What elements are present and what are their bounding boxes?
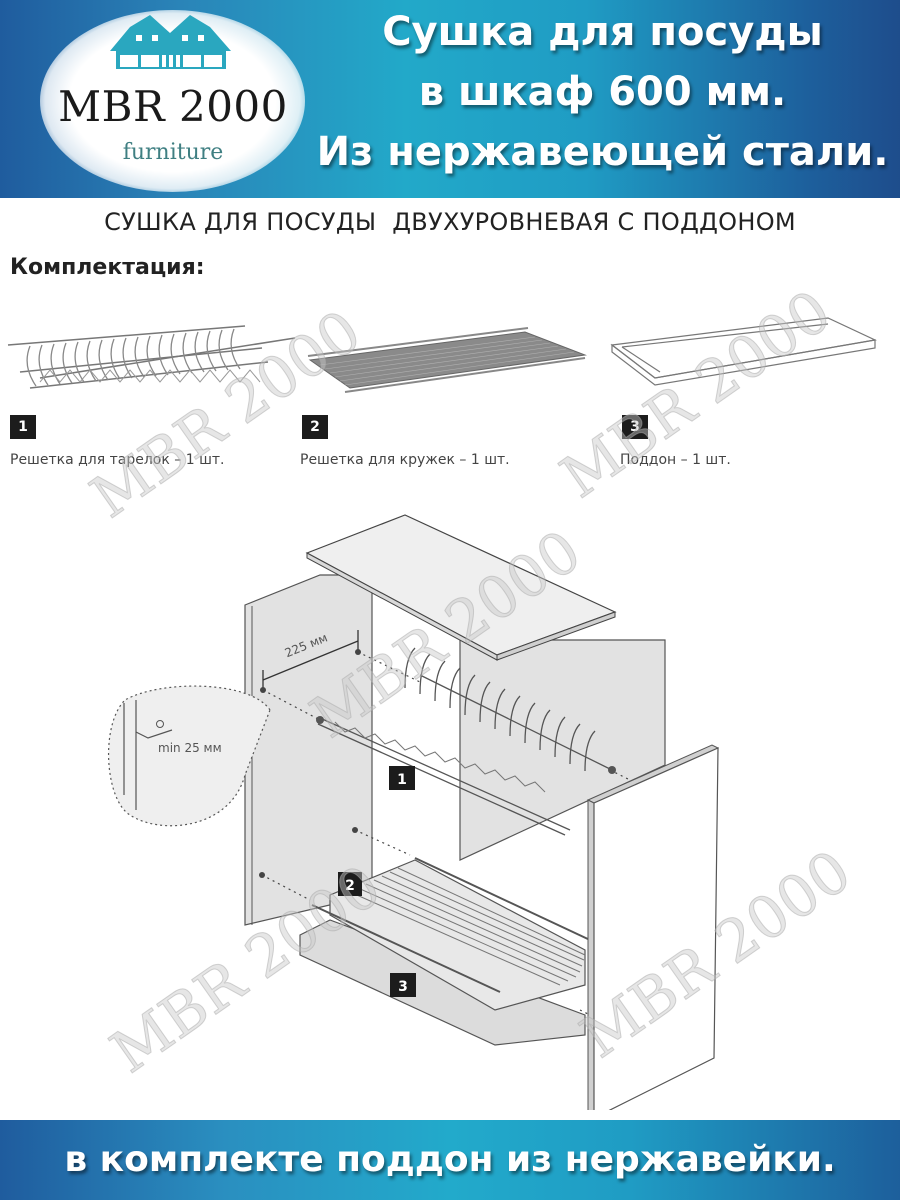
svg-text:1: 1 [397, 772, 407, 788]
kit-heading: Комплектация: [10, 255, 205, 280]
plate-rack-icon [7, 325, 296, 389]
part-3-label: Поддон – 1 шт. [620, 452, 731, 468]
plate-rack [317, 647, 613, 836]
part-2: 2 Решетка для кружек – 1 шт. [300, 300, 600, 480]
logo-title: MBR 2000 [58, 82, 288, 131]
callout-1-badge [389, 766, 415, 790]
dimension-225 [262, 630, 359, 690]
headline-line-2: в шкаф 600 мм. [418, 69, 787, 115]
product-subtitle: СУШКА ДЛЯ ПОСУДЫ ДВУХУРОВНЕВАЯ С ПОДДОНО… [104, 208, 796, 236]
callout-2-badge [338, 872, 362, 896]
drip-tray-icon [610, 317, 877, 386]
cabinet-top-board [305, 514, 617, 661]
part-1-badge: 1 [10, 415, 36, 439]
callout-3-badge [390, 973, 416, 997]
headline-line-1: Сушка для посуды [382, 9, 823, 55]
houses-icon [110, 15, 231, 69]
min-offset-label: min 25 мм [158, 741, 222, 755]
part-2-label: Решетка для кружек – 1 шт. [300, 452, 510, 468]
part-1: 1 Решетка для тарелок – 1 шт. [0, 300, 300, 480]
part-3-badge: 3 [622, 415, 648, 439]
part-1-label: Решетка для тарелок – 1 шт. [10, 452, 225, 468]
installation-diagram: 225 мм min 25 мм 1 [108, 514, 720, 1110]
part-2-badge: 2 [302, 415, 328, 439]
headline-line-3: Из нержавеющей стали. [316, 129, 889, 175]
svg-text:2: 2 [345, 878, 355, 894]
svg-text:3: 3 [398, 979, 408, 995]
cabinet-right-panel [586, 744, 720, 1110]
part-3: 3 Поддон – 1 шт. [610, 300, 900, 480]
bottom-banner: в комплекте поддон из нержавейки. [0, 1120, 900, 1200]
top-banner: MBR 2000 furniture Сушка для посуды в шк… [0, 0, 900, 198]
detail-callout [108, 685, 271, 827]
cup-rack-icon [307, 327, 587, 393]
logo-subtitle: furniture [122, 140, 224, 165]
cup-rack-and-tray [299, 857, 591, 1046]
headline: Сушка для посуды в шкаф 600 мм. Из нержа… [305, 2, 900, 182]
